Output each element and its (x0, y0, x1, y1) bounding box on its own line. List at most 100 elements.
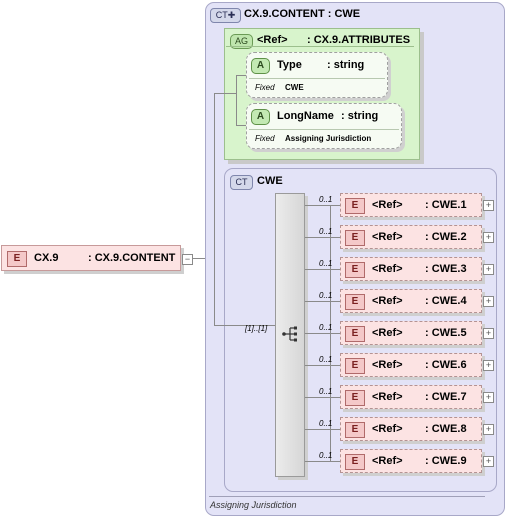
child-element-ref: <Ref> (372, 295, 403, 307)
expand-icon[interactable]: + (483, 392, 494, 403)
attribute-longname[interactable]: A LongName : string Fixed Assigning Juri… (246, 103, 402, 149)
fixed-value: CWE (285, 83, 304, 92)
connector (305, 365, 341, 366)
connector (305, 301, 341, 302)
element-icon: E (345, 454, 365, 470)
root-element-cx9[interactable]: E CX.9 : CX.9.CONTENT (1, 245, 181, 271)
complex-type-name: CWE (257, 175, 283, 187)
child-element-name: : CWE.7 (425, 391, 467, 403)
child-element-ref: <Ref> (372, 391, 403, 403)
divider (249, 129, 399, 130)
element-icon: E (345, 326, 365, 342)
connector (305, 237, 341, 238)
collapse-icon[interactable]: − (182, 254, 193, 265)
sequence-occurrence: [1]..[1] (245, 324, 268, 333)
child-element[interactable]: E <Ref> : CWE.8 (340, 417, 482, 441)
attribute-name: Type (277, 59, 302, 71)
child-element-name: : CWE.1 (425, 199, 467, 211)
child-occurrence: 0..1 (319, 227, 333, 236)
attribute-icon: A (251, 58, 270, 74)
child-element-name: : CWE.9 (425, 455, 467, 467)
child-element-name: : CWE.3 (425, 263, 467, 275)
complex-type-title: CX.9.CONTENT : CWE (244, 8, 361, 20)
fixed-value: Assigning Jurisdiction (285, 134, 372, 143)
child-occurrence: 0..1 (319, 195, 333, 204)
connector (214, 93, 215, 325)
attribute-type-value: : string (327, 59, 365, 71)
element-icon: E (345, 198, 365, 214)
element-icon: E (345, 230, 365, 246)
child-element-name: : CWE.6 (425, 359, 467, 371)
child-element-name: : CWE.5 (425, 327, 467, 339)
expand-icon[interactable]: + (483, 456, 494, 467)
child-element-ref: <Ref> (372, 359, 403, 371)
child-element[interactable]: E <Ref> : CWE.2 (340, 225, 482, 249)
connector (193, 258, 214, 259)
element-icon: E (345, 422, 365, 438)
child-occurrence: 0..1 (319, 355, 333, 364)
child-occurrence: 0..1 (319, 291, 333, 300)
child-element[interactable]: E <Ref> : CWE.5 (340, 321, 482, 345)
expand-icon[interactable]: + (483, 360, 494, 371)
child-element[interactable]: E<Ref>: CWE.4 (340, 289, 482, 313)
divider (249, 78, 385, 79)
element-icon: E (7, 251, 27, 267)
child-occurrence: 0..1 (319, 387, 333, 396)
expand-icon[interactable]: + (483, 232, 494, 243)
expand-icon[interactable]: + (483, 264, 494, 275)
attribute-group-icon: AG (230, 34, 253, 49)
expand-icon[interactable]: + (483, 424, 494, 435)
element-icon: E (345, 390, 365, 406)
attribute-type[interactable]: A Type : string Fixed CWE (246, 52, 388, 98)
child-element-name: : CWE.2 (425, 231, 467, 243)
connector (236, 75, 246, 76)
connector (305, 461, 341, 462)
root-element-name: CX.9 (34, 252, 59, 264)
child-element-ref: <Ref> (372, 231, 403, 243)
child-element[interactable]: E <Ref> : CWE.7 (340, 385, 482, 409)
child-element-ref: <Ref> (372, 423, 403, 435)
expand-icon[interactable]: + (483, 328, 494, 339)
complex-type-badge: CT (215, 10, 228, 20)
fixed-label: Fixed (255, 134, 275, 143)
complex-type-icon: CT✚ (210, 8, 241, 23)
element-icon: E (345, 358, 365, 374)
attribute-icon: A (251, 109, 270, 125)
child-element[interactable]: E <Ref> : CWE.3 (340, 257, 482, 281)
child-element-ref: <Ref> (372, 455, 403, 467)
attribute-group-rule (226, 46, 414, 47)
child-occurrence: 0..1 (319, 419, 333, 428)
child-element-ref: <Ref> (372, 263, 403, 275)
expand-icon[interactable]: + (483, 200, 494, 211)
element-icon: E (345, 262, 365, 278)
documentation-text: Assigning Jurisdiction (210, 500, 297, 510)
child-occurrence: 0..1 (319, 259, 333, 268)
connector (305, 333, 341, 334)
attribute-group-name: : CX.9.ATTRIBUTES (307, 34, 411, 46)
child-element-name: : CWE.8 (425, 423, 467, 435)
child-element[interactable]: E <Ref> : CWE.6 (340, 353, 482, 377)
connector (236, 125, 246, 126)
divider (209, 496, 485, 497)
child-element[interactable]: E <Ref> : CWE.1 (340, 193, 482, 217)
connector (236, 75, 237, 125)
root-element-type: : CX.9.CONTENT (88, 252, 176, 264)
child-element-ref: <Ref> (372, 199, 403, 211)
fixed-label: Fixed (255, 83, 275, 92)
expand-icon[interactable]: + (483, 296, 494, 307)
connector (305, 397, 341, 398)
attribute-type-value: : string (341, 110, 379, 122)
child-element-ref: <Ref> (372, 327, 403, 339)
plus-icon: ✚ (227, 10, 236, 20)
child-occurrence: 0..1 (319, 323, 333, 332)
element-icon: E (345, 294, 365, 310)
child-element[interactable]: E <Ref> : CWE.9 (340, 449, 482, 473)
complex-type-icon: CT (230, 175, 253, 190)
connector (305, 205, 341, 206)
connector (305, 429, 341, 430)
connector (214, 93, 236, 94)
connector (305, 269, 341, 270)
sequence-icon (282, 326, 297, 342)
attribute-name: LongName (277, 110, 334, 122)
attribute-group-ref: <Ref> (257, 34, 288, 46)
